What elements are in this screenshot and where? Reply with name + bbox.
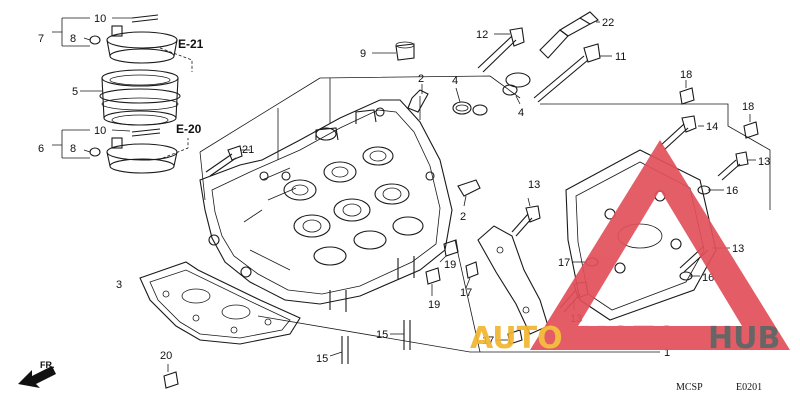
callout-2: 2 xyxy=(418,73,424,85)
plug-9 xyxy=(395,41,415,61)
page-code: E0201 xyxy=(736,382,762,393)
callout-10: 10 xyxy=(94,13,106,25)
callout-17: 17 xyxy=(482,335,494,347)
callout-14: 14 xyxy=(706,121,718,133)
callout-1: 1 xyxy=(664,347,670,359)
callout-4: 4 xyxy=(452,75,458,87)
watermark-moto: MOTO xyxy=(578,321,679,356)
callout-12: 12 xyxy=(476,29,488,41)
callout-15: 15 xyxy=(376,329,388,341)
watermark-hub: HUB xyxy=(708,321,780,356)
callout-19: 19 xyxy=(444,259,456,271)
callout-17: 17 xyxy=(558,257,570,269)
intake-insulator xyxy=(99,69,181,126)
watermark-auto: AUTO xyxy=(470,321,563,356)
watermark-triangle-icon xyxy=(530,140,790,350)
o-rings xyxy=(452,72,531,116)
callout-21: 21 xyxy=(242,144,254,156)
callout-4: 4 xyxy=(518,107,524,119)
callout-11: 11 xyxy=(615,51,626,63)
callout-7: 7 xyxy=(38,33,44,45)
callout-10: 10 xyxy=(94,125,106,137)
stud-21 xyxy=(205,145,243,177)
dowel-pins xyxy=(407,89,481,197)
front-direction-arrow-icon xyxy=(18,366,56,388)
callout-15: 15 xyxy=(316,353,328,365)
callout-20: 20 xyxy=(160,350,172,362)
reference-e21: E-21 xyxy=(178,37,204,51)
callout-18: 18 xyxy=(742,101,754,113)
bracket-plate xyxy=(477,225,549,335)
callout-16: 16 xyxy=(726,185,738,197)
callout-13: 13 xyxy=(732,243,744,255)
callout-18: 18 xyxy=(680,69,692,81)
callout-22: 22 xyxy=(602,17,614,29)
spark-plug-22 xyxy=(539,11,599,59)
callout-13: 13 xyxy=(758,156,770,168)
callout-19: 19 xyxy=(428,299,440,311)
callout-2: 2 xyxy=(460,211,466,223)
callout-16: 16 xyxy=(702,272,714,284)
callout-3: 3 xyxy=(116,279,122,291)
cylinder-head xyxy=(199,99,453,312)
watermark-logo: AUTO MOTO HUB xyxy=(470,140,790,356)
callout-6: 6 xyxy=(38,143,44,155)
callout-8: 8 xyxy=(70,143,76,155)
model-code: MCSP xyxy=(676,382,703,393)
callout-9: 9 xyxy=(360,48,366,60)
callout-17: 17 xyxy=(460,287,472,299)
callout-8: 8 xyxy=(70,33,76,45)
bolt-11 xyxy=(533,43,601,103)
direction-label: FR. xyxy=(40,360,55,370)
callout-13: 13 xyxy=(528,179,540,191)
head-gasket xyxy=(139,261,301,345)
bolt-12 xyxy=(477,27,525,73)
reference-e20: E-20 xyxy=(176,122,202,136)
callout-5: 5 xyxy=(72,86,78,98)
